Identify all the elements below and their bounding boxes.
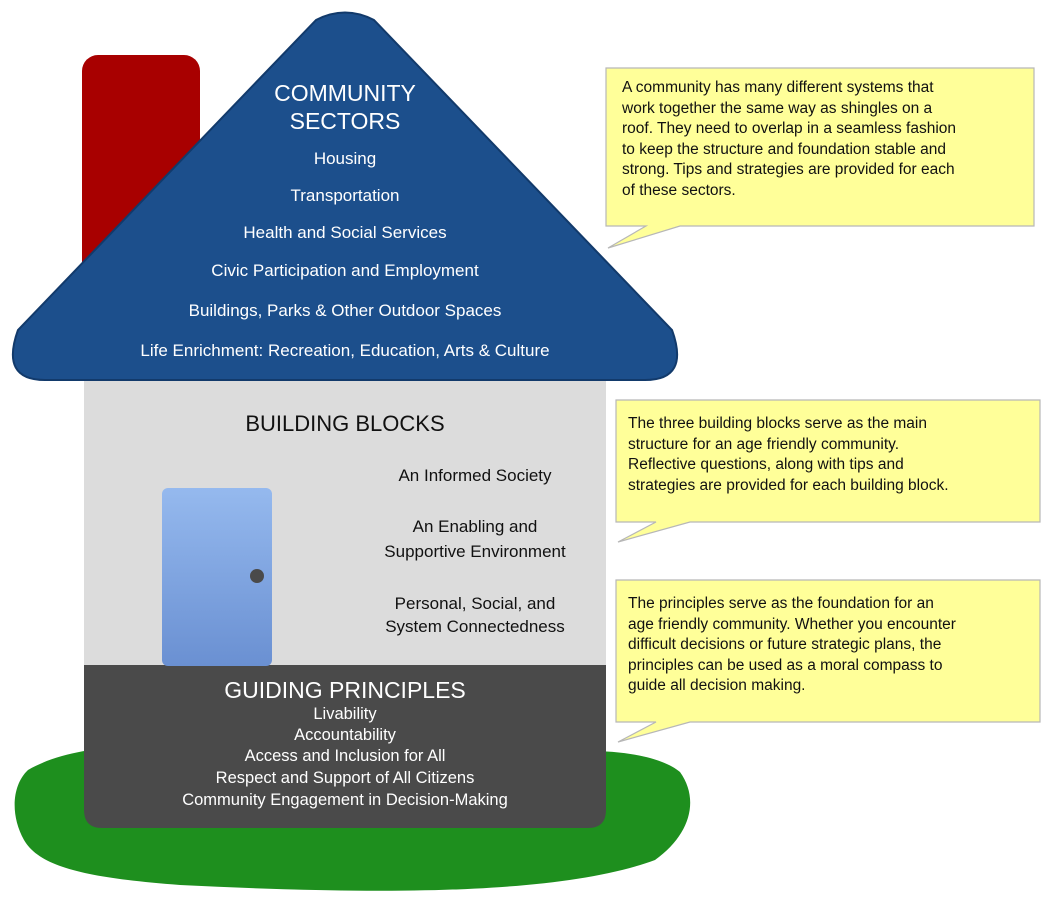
callout-line: Reflective questions, along with tips an… (628, 456, 904, 473)
foundation-block (84, 665, 606, 828)
roof-title-line1: COMMUNITY (274, 80, 416, 106)
callout-line: guide all decision making. (628, 677, 806, 694)
building-block-item-line2: Supportive Environment (384, 542, 566, 561)
sector-item: Life Enrichment: Recreation, Education, … (140, 341, 550, 360)
callout-blocks-text: The three building blocks serve as the m… (628, 414, 949, 496)
callout-principles-text: The principles serve as the foundation f… (628, 594, 956, 697)
callout-blocks-bubble (615, 399, 1041, 543)
door-knob (250, 569, 264, 583)
sector-item: Civic Participation and Employment (211, 261, 479, 280)
callout-line: A community has many different systems t… (622, 79, 934, 96)
callout-line: principles can be used as a moral compas… (628, 656, 943, 674)
building-block-item: An Informed Society (398, 466, 552, 485)
building-blocks-title: BUILDING BLOCKS (245, 411, 445, 436)
roof-title-line2: SECTORS (289, 108, 401, 134)
callout-line: difficult decisions or future strategic … (628, 636, 942, 653)
sector-item: Health and Social Services (243, 223, 447, 242)
door (162, 488, 272, 666)
callout-line: structure for an age friendly community. (628, 435, 900, 453)
callout-line: work together the same way as shingles o… (622, 99, 933, 117)
principle-item: Access and Inclusion for All (244, 747, 446, 765)
principle-item: Community Engagement in Decision-Making (182, 791, 508, 809)
building-block-item-line1: Personal, Social, and (394, 594, 556, 613)
principle-item: Respect and Support of All Citizens (215, 769, 475, 787)
callout-line: The three building blocks serve as the m… (628, 415, 927, 432)
building-block-item-line2: System Connectedness (385, 617, 565, 636)
principle-item: Livability (313, 705, 377, 723)
callout-line: strong. Tips and strategies are provided… (622, 161, 955, 178)
roof (11, 11, 679, 381)
callout-sectors-bubble (605, 67, 1035, 249)
principle-item: Accountability (294, 726, 396, 744)
callout-line: age friendly community. Whether you enco… (628, 615, 956, 633)
callout-line: The principles serve as the foundation f… (628, 595, 934, 612)
callout-line: to keep the structure and foundation sta… (622, 140, 947, 158)
callout-line: of these sectors. (622, 181, 736, 199)
callout-line: strategies are provided for each buildin… (628, 476, 949, 494)
sector-item: Transportation (290, 186, 400, 205)
building-block-item-line1: An Enabling and (412, 517, 538, 536)
guiding-principles-title: GUIDING PRINCIPLES (224, 677, 466, 703)
callout-sectors-text: A community has many different systems t… (622, 78, 956, 201)
callout-principles-bubble (615, 579, 1041, 743)
sector-item: Buildings, Parks & Other Outdoor Spaces (188, 301, 502, 320)
sector-item: Housing (313, 149, 377, 168)
callout-line: roof. They need to overlap in a seamless… (622, 120, 957, 137)
